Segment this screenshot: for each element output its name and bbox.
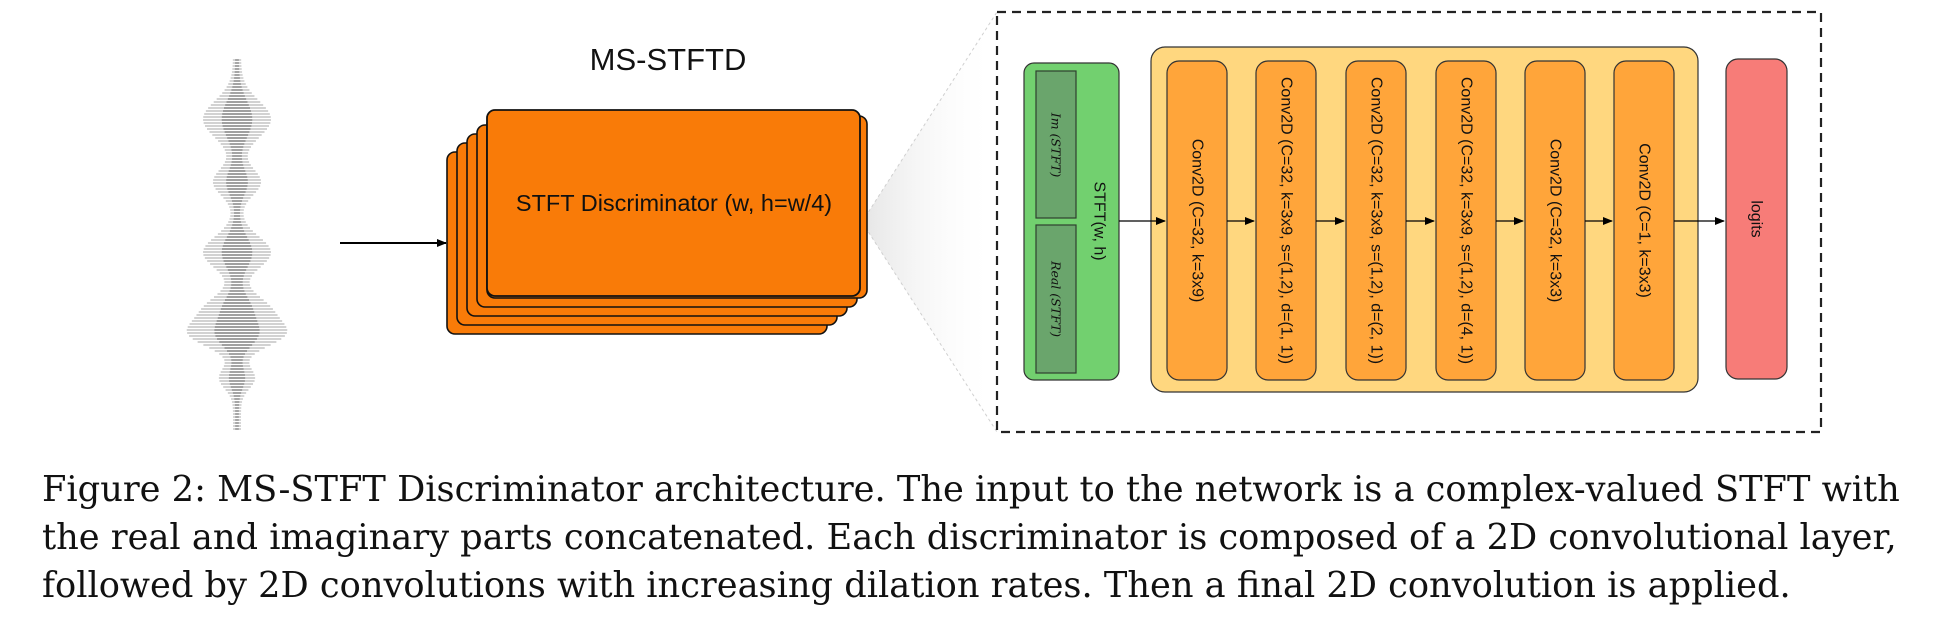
logits-label: logits bbox=[1748, 200, 1765, 237]
conv-layer-label: Conv2D (C=1, k=3x3) bbox=[1636, 143, 1653, 298]
architecture-diagram: MS-STFTD STFT Discriminator (w, h=w/4) I… bbox=[186, 10, 1823, 434]
conv-layer-label: Conv2D (C=32, k=3x9, s=(1,2), d=(4, 1)) bbox=[1458, 77, 1475, 364]
conv-layer-list: Conv2D (C=32, k=3x9) Conv2D (C=32, k=3x9,… bbox=[1166, 60, 1675, 381]
audio-waveform-icon bbox=[186, 59, 288, 430]
caption-line: the real and imaginary parts concatenate… bbox=[42, 517, 1897, 558]
conv-layer-label: Conv2D (C=32, k=3x9) bbox=[1189, 139, 1206, 303]
discriminator-stack: STFT Discriminator (w, h=w/4) bbox=[446, 109, 868, 335]
detail-frame bbox=[995, 10, 1823, 434]
logits-box bbox=[1725, 58, 1788, 380]
caption-line: followed by 2D convolutions with increas… bbox=[42, 565, 1791, 606]
stft-input-block: Im (STFT) Real (STFT) STFT(w, h) bbox=[1023, 62, 1120, 381]
conv-layer-label: Conv2D (C=32, k=3x3) bbox=[1547, 139, 1564, 303]
caption-line: Figure 2: MS-STFT Discriminator architec… bbox=[42, 469, 1900, 510]
stft-input-label: STFT(w, h) bbox=[1091, 181, 1108, 260]
zoom-projection bbox=[862, 12, 997, 432]
stack-card-front bbox=[486, 109, 861, 297]
stft-real-label: Real (STFT) bbox=[1049, 260, 1064, 337]
figure-caption: Figure 2: MS-STFT Discriminator architec… bbox=[42, 466, 1922, 610]
conv-layer-label: Conv2D (C=32, k=3x9, s=(1,2), d=(2, 1)) bbox=[1368, 77, 1385, 364]
diagram-title: MS-STFTD bbox=[590, 42, 747, 77]
stft-real-part bbox=[1035, 224, 1077, 374]
stack-label: STFT Discriminator (w, h=w/4) bbox=[516, 190, 832, 216]
stft-imag-label: Im (STFT) bbox=[1049, 112, 1064, 178]
stft-imag-part bbox=[1035, 70, 1077, 219]
conv-layer-label: Conv2D (C=32, k=3x9, s=(1,2), d=(1, 1)) bbox=[1278, 77, 1295, 364]
